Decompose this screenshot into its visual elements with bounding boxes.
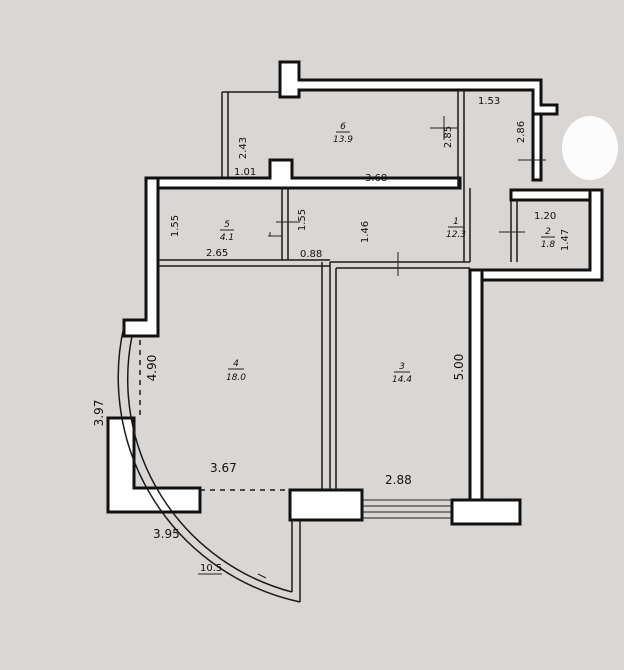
dim-1-55-left: 1.55 — [170, 215, 181, 237]
room1-area: 12.3 — [446, 230, 466, 240]
room2-number: 2 — [545, 227, 551, 237]
room5-area: 4.1 — [220, 233, 234, 243]
bottom-pier — [288, 488, 364, 522]
room3-area: 14.4 — [392, 375, 412, 385]
corridor-right-line — [463, 188, 471, 262]
room4-number: 4 — [233, 359, 239, 369]
top-wall — [278, 60, 559, 116]
dim-3-68: 3.68 — [365, 173, 387, 184]
room6-outline — [221, 91, 280, 180]
room2-area: 1.8 — [541, 240, 556, 250]
dim-4-90: 4.90 — [145, 355, 159, 382]
room6-right-partition — [457, 90, 465, 188]
bottom-window — [362, 499, 452, 519]
dim-3-97: 3.97 — [92, 400, 106, 427]
dim-10-5: 10.5 — [200, 563, 222, 574]
dim-2-86: 2.86 — [516, 121, 527, 143]
dim-5-00: 5.00 — [452, 354, 466, 381]
dim-1-46: 1.46 — [360, 221, 371, 243]
glare-spot — [562, 116, 618, 180]
room6-number: 6 — [340, 122, 346, 132]
room3-top-partition — [330, 261, 470, 269]
dim-1-01: 1.01 — [234, 167, 256, 178]
dim-2-85: 2.85 — [443, 126, 454, 148]
room5-bottom-partition — [158, 259, 330, 267]
dim-3-67: 3.67 — [210, 461, 237, 475]
dim-2-88: 2.88 — [385, 473, 412, 487]
dim-1-55-right: 1.55 — [297, 209, 308, 231]
dim-0-88: 0.88 — [300, 249, 322, 260]
room2-top-wall — [509, 188, 592, 202]
dim-1-20: 1.20 — [534, 211, 556, 222]
room5-number: 5 — [224, 220, 230, 230]
dim-1-53: 1.53 — [478, 96, 500, 107]
dim-2-65: 2.65 — [206, 248, 228, 259]
room1-number: 1 — [453, 217, 459, 227]
dim-1-47: 1.47 — [560, 229, 571, 251]
room3-left-partition — [321, 262, 337, 490]
balcony-arc — [117, 325, 301, 603]
dim-2-43: 2.43 — [238, 137, 249, 159]
room-labels: 6 13.9 5 4.1 1 12.3 2 1.8 4 18.0 3 14.4 — [220, 122, 556, 385]
room4-area: 18.0 — [226, 373, 246, 383]
room3-number: 3 — [399, 362, 405, 372]
bottom-wall-right — [450, 498, 522, 526]
room3-right-wall — [468, 268, 484, 502]
dim-3-95: 3.95 — [153, 527, 180, 541]
upper-horizontal-wall — [156, 158, 462, 190]
dashed-lines — [139, 340, 290, 491]
dimension-labels: 1.53 2.43 2.85 2.86 1.01 3.68 1.55 1.55 … — [92, 96, 571, 575]
door-marks — [268, 116, 546, 276]
right-wall-upper — [531, 112, 543, 182]
room6-area: 13.9 — [333, 135, 353, 145]
room5-right-partition — [281, 188, 289, 260]
room2-left-partition — [510, 200, 518, 262]
walls — [106, 60, 604, 526]
l-shaped-column — [106, 416, 202, 514]
